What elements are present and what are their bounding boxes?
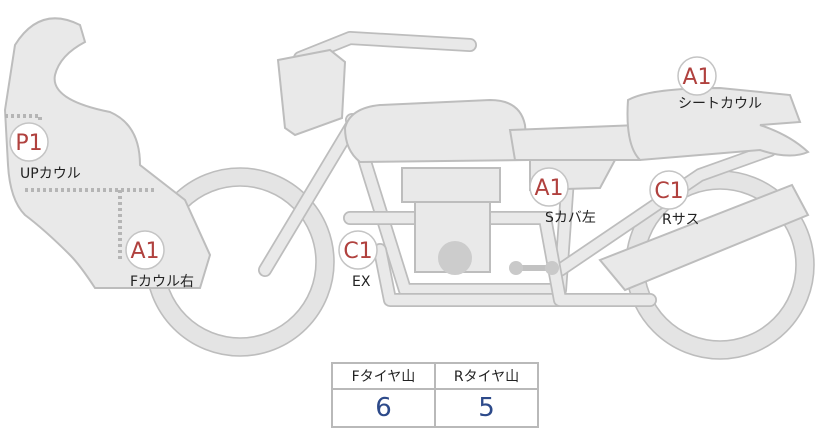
- damage-marker-a1-seat: A1 シートカウル: [677, 56, 762, 112]
- damage-grade: A1: [534, 176, 563, 201]
- marker-circle: [338, 230, 378, 270]
- cowl-upper-boundary: [5, 114, 42, 122]
- seat-cowl: [626, 86, 810, 162]
- frame: [258, 31, 777, 307]
- marker-circle: [9, 122, 49, 162]
- front-tire-tread-header: Fタイヤ山: [331, 362, 436, 390]
- damage-grade: C1: [654, 179, 683, 204]
- rear-tire-tread-header: Rタイヤ山: [434, 362, 539, 390]
- damage-part-label: Rサス: [662, 212, 699, 228]
- rear-suspension: [598, 183, 810, 292]
- seat: [508, 123, 641, 161]
- front-tire-tread-value: 6: [331, 388, 436, 428]
- damage-grade: P1: [15, 131, 42, 156]
- damage-part-label: EX: [352, 274, 371, 290]
- damage-part-label: Sカバ左: [545, 210, 596, 226]
- marker-circle: [125, 230, 165, 270]
- damage-grade: C1: [343, 239, 372, 264]
- tire-tread-header-row: Fタイヤ山 Rタイヤ山: [331, 362, 539, 390]
- headlight: [276, 48, 347, 137]
- damage-part-label: シートカウル: [678, 96, 762, 112]
- marker-circle: [529, 167, 569, 207]
- front-cowl: [3, 17, 212, 289]
- footrest: [509, 261, 559, 275]
- tire-tread-table: Fタイヤ山 Rタイヤ山 6 5: [331, 362, 539, 428]
- marker-circle: [649, 170, 689, 210]
- engine: [401, 167, 501, 275]
- damage-part-label: Fカウル右: [130, 274, 194, 290]
- marker-circle: [677, 56, 717, 96]
- tire-tread-value-row: 6 5: [331, 388, 539, 428]
- damage-grade: A1: [682, 65, 711, 90]
- rear-tire-tread-value: 5: [434, 388, 539, 428]
- damage-grade: A1: [130, 239, 159, 264]
- fuel-tank: [343, 98, 530, 164]
- damage-part-label: UPカウル: [20, 166, 81, 182]
